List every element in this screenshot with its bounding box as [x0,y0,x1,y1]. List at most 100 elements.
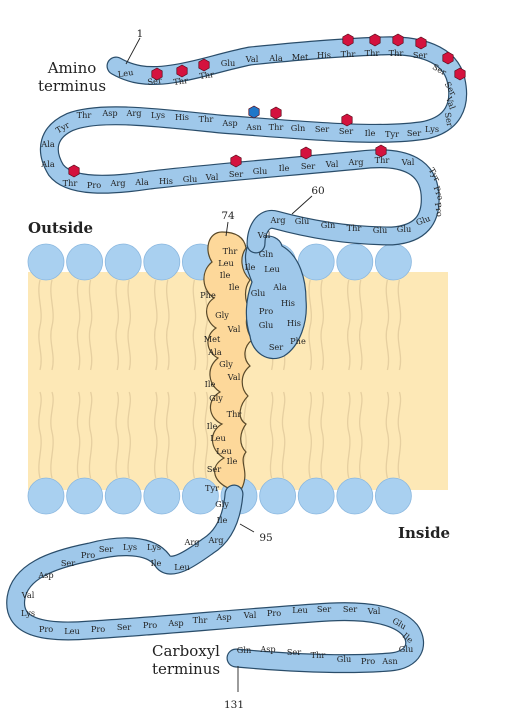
residue-cytoplasmic: Ser [117,622,131,632]
residue-amino-terminal: Thr [173,75,189,87]
residue-extracellular-row2: Ser [339,126,353,136]
residue-amino-terminal: Val [245,54,259,64]
residue-helix: Ile [227,456,238,466]
residue-extracellular-row2: Lys [151,110,165,120]
residue-cytoplasmic: Pro [361,656,375,666]
residue-helix: Tyr [205,483,219,493]
residue-extracellular-row2: Thr [269,122,284,132]
residue-membrane-loop: His [287,318,301,328]
residue-amino-terminal: Glu [221,58,235,68]
residue-membrane-loop: Ala [272,282,287,292]
residue-helix: Val [227,372,241,382]
residue-cytoplasmic: Glu [337,654,351,664]
residue-helix: Thr [223,246,238,256]
residue-extracellular-row2: Gln [291,123,306,133]
residue-cytoplasmic: Ile [151,558,162,568]
residue-cytoplasmic: Ser [287,647,301,657]
amino-terminus-line2: terminus [38,77,106,95]
carboxyl-terminus-line1: Carboxyl [152,642,220,660]
lipid-tail [115,279,119,371]
residue-amino-terminal: Val [444,94,458,111]
lipid-tail [269,391,274,479]
o-glycan-marker [415,36,427,50]
residue-membrane-loop: Gln [259,249,274,259]
lipid-tail [127,279,131,371]
residue-extracellular-row4: Val [257,230,271,240]
residue-helix: Gly [215,499,229,509]
lipid-tail [204,391,209,479]
residue-amino-terminal: His [317,50,331,60]
lipid-tail [192,279,197,371]
lipid-tail [50,391,54,479]
residue-helix: Ser [207,464,221,474]
residue-helix: Val [227,324,241,334]
residue-extracellular-row3: Thr [63,178,78,188]
lipid-head-outer [66,243,103,281]
residue-cytoplasmic: Pro [143,620,157,630]
residue-cytoplasmic: Pro [39,624,53,634]
lipid-tail [38,279,42,371]
residue-helix: Ile [217,515,228,525]
residue-cytoplasmic: Thr [193,615,208,625]
o-glycan-marker [151,67,163,81]
o-glycan-marker [375,144,387,158]
residue-amino-terminal: Thr [199,69,215,81]
lipid-head-inner [66,477,103,515]
residue-helix: Gly [219,359,233,369]
lipid-head-outer [336,243,374,281]
o-glycan-marker [300,146,312,160]
residue-extracellular-row2: Thr [77,110,92,120]
residue-helix: Phe [200,290,216,300]
residue-cytoplasmic: Ser [343,604,357,614]
lipid-head-outer [374,243,412,281]
residue-membrane-loop: His [281,298,295,308]
residue-cytoplasmic: Leu [64,626,80,636]
lipid-tail [204,279,209,371]
o-glycan-marker [230,154,242,168]
residue-extracellular-row3: Glu [253,166,267,176]
label-residue-74: 74 [221,210,235,222]
residue-membrane-loop: Leu [264,264,280,274]
residue-extracellular-row3: Arg [109,178,125,188]
residue-cytoplasmic: Ser [317,604,331,614]
residue-membrane-loop: Glu [251,288,265,298]
glycosylation-sites [68,33,466,178]
residue-extracellular-row4: Arg [269,215,285,225]
residue-helix: Gly [215,310,229,320]
label-residue-1: 1 [137,28,144,40]
residue-extracellular-row2: Lys [425,124,439,134]
residue-helix: Thr [227,409,242,419]
lipid-head-inner [143,477,181,515]
o-glycan-marker [198,58,210,72]
residue-amino-terminal: Thr [341,49,356,59]
residue-extracellular-row2: Ser [315,124,329,134]
residue-cytoplasmic: Leu [174,562,190,572]
residue-cytoplasmic: Glu [399,644,413,654]
lipid-tail [38,391,42,479]
lipid-tail [154,391,158,479]
residue-extracellular-row2: His [175,112,189,122]
lipid-tail [127,391,131,479]
residue-helix: Ile [205,379,216,389]
o-glycan-marker [341,113,353,127]
residue-extracellular-row2: Asp [101,108,117,118]
residue-cytoplasmic: Lys [21,608,35,618]
residue-cytoplasmic: Asp [37,570,53,580]
residue-cytoplasmic: Asp [215,612,231,622]
residue-extracellular-row2: Thr [199,114,214,124]
residue-extracellular-row2: Ile [365,128,376,138]
lipid-tail [50,279,54,371]
residue-amino-terminal: Ala [268,53,283,63]
residue-helix: Leu [210,433,226,443]
lipid-tail [397,391,402,479]
residue-extracellular-row3: Ala [40,139,55,149]
lipid-head-outer [104,243,142,281]
lipid-head-inner [297,477,335,515]
residue-extracellular-row4: Thr [347,223,362,233]
residue-extracellular-row3: Val [401,157,415,167]
residue-extracellular-row3: Ile [279,163,290,173]
residue-amino-terminal: Ser [147,75,163,87]
residue-extracellular-row3: Ala [134,177,149,187]
residue-amino-terminal: Met [292,52,309,62]
